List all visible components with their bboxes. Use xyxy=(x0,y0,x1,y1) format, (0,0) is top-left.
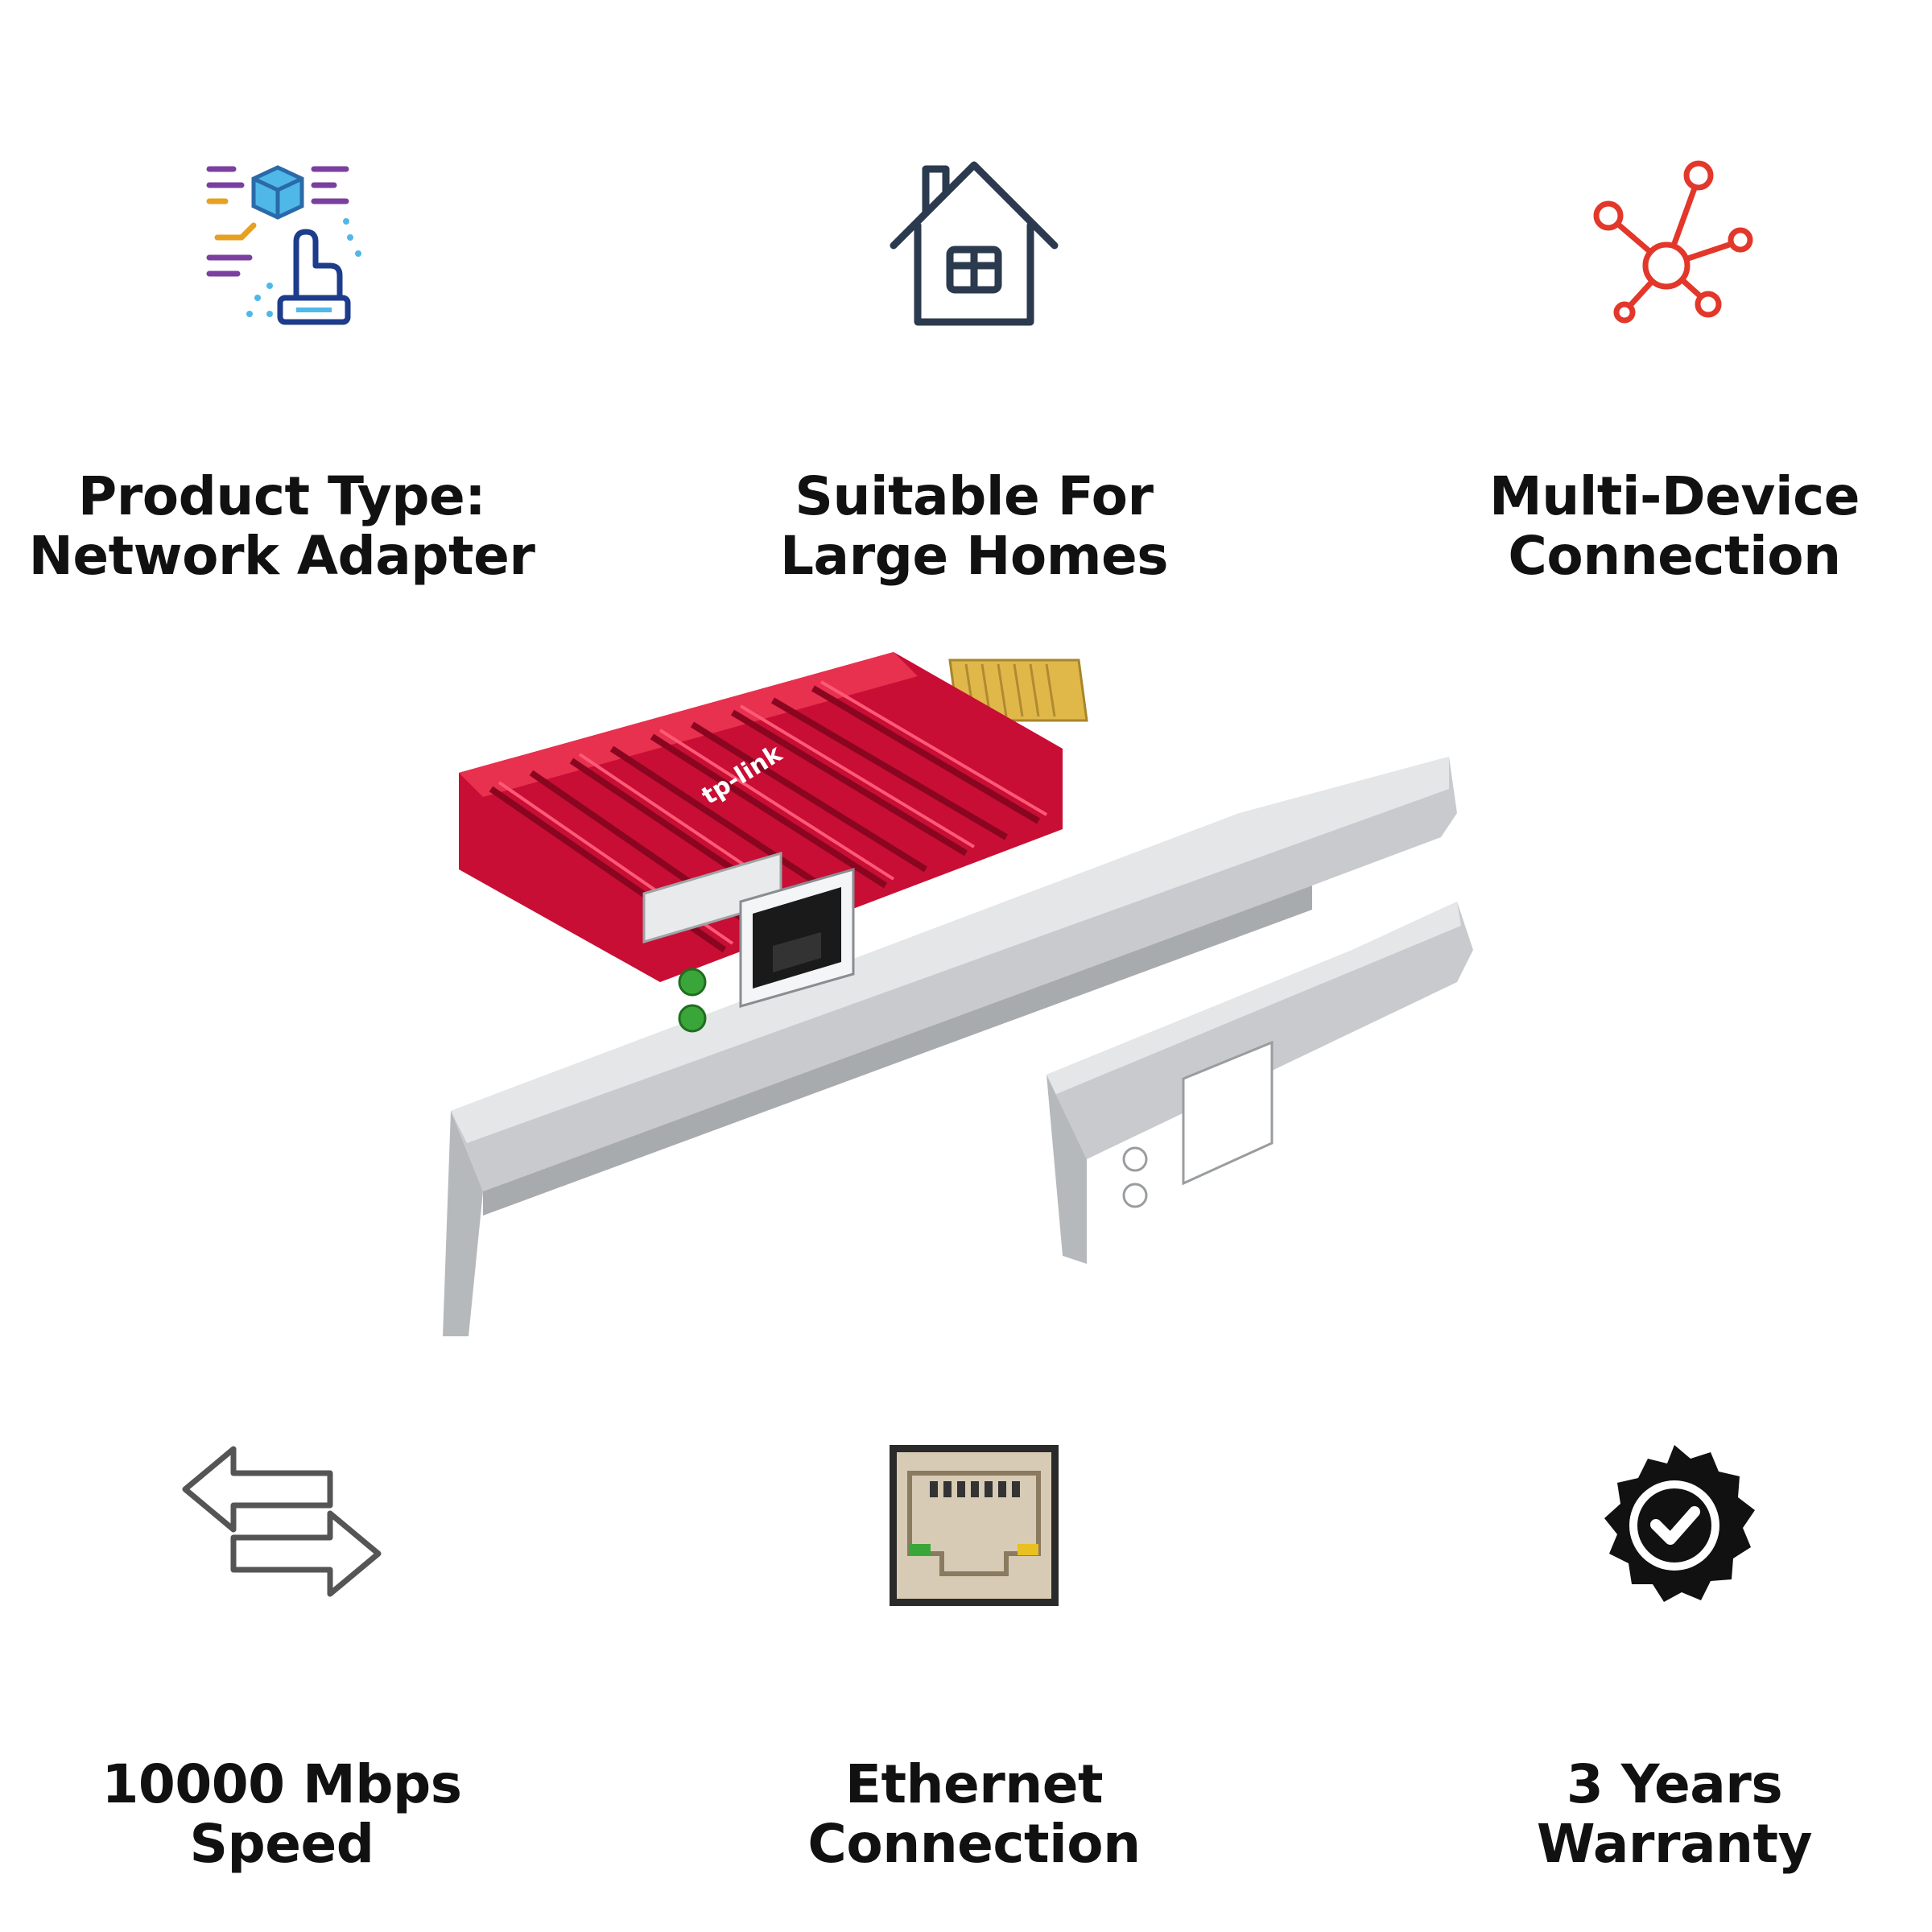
feature-label-line2: Large Homes xyxy=(779,525,1169,587)
feature-label-line2: Connection xyxy=(807,1813,1141,1875)
feature-label-line2: Network Adapter xyxy=(28,525,535,587)
feature-label-line1: Product Type: xyxy=(77,465,486,527)
house-icon xyxy=(886,153,1063,333)
feature-label-line2: Speed xyxy=(189,1813,374,1875)
network-hub-icon xyxy=(1586,153,1763,333)
warranty-badge-icon xyxy=(1590,1441,1759,1613)
feature-label-line1: Multi-Device xyxy=(1489,465,1860,527)
feature-label-line2: Warranty xyxy=(1536,1813,1813,1875)
feature-label-line2: Connection xyxy=(1508,525,1841,587)
rj45-port xyxy=(739,868,855,1008)
transfer-arrows-icon xyxy=(177,1441,386,1605)
feature-label-line1: Ethernet xyxy=(844,1753,1104,1815)
feature-label: Product Type: Network Adapter xyxy=(0,467,564,586)
feature-label-line1: 10000 Mbps xyxy=(101,1753,462,1815)
led-indicator xyxy=(678,968,707,997)
feature-label: Ethernet Connection xyxy=(692,1755,1256,1874)
network-adapter-icon xyxy=(193,153,370,333)
feature-label: Multi-Device Connection xyxy=(1393,467,1932,586)
feature-label-line1: Suitable For xyxy=(795,465,1154,527)
ethernet-port-icon xyxy=(886,1441,1063,1613)
feature-label: 10000 Mbps Speed xyxy=(0,1755,564,1874)
feature-label: 3 Years Warranty xyxy=(1393,1755,1932,1874)
led-indicator xyxy=(678,1004,707,1033)
feature-label-line1: 3 Years xyxy=(1566,1753,1783,1815)
product-image: tp-link xyxy=(419,628,1546,1352)
feature-label: Suitable For Large Homes xyxy=(692,467,1256,586)
